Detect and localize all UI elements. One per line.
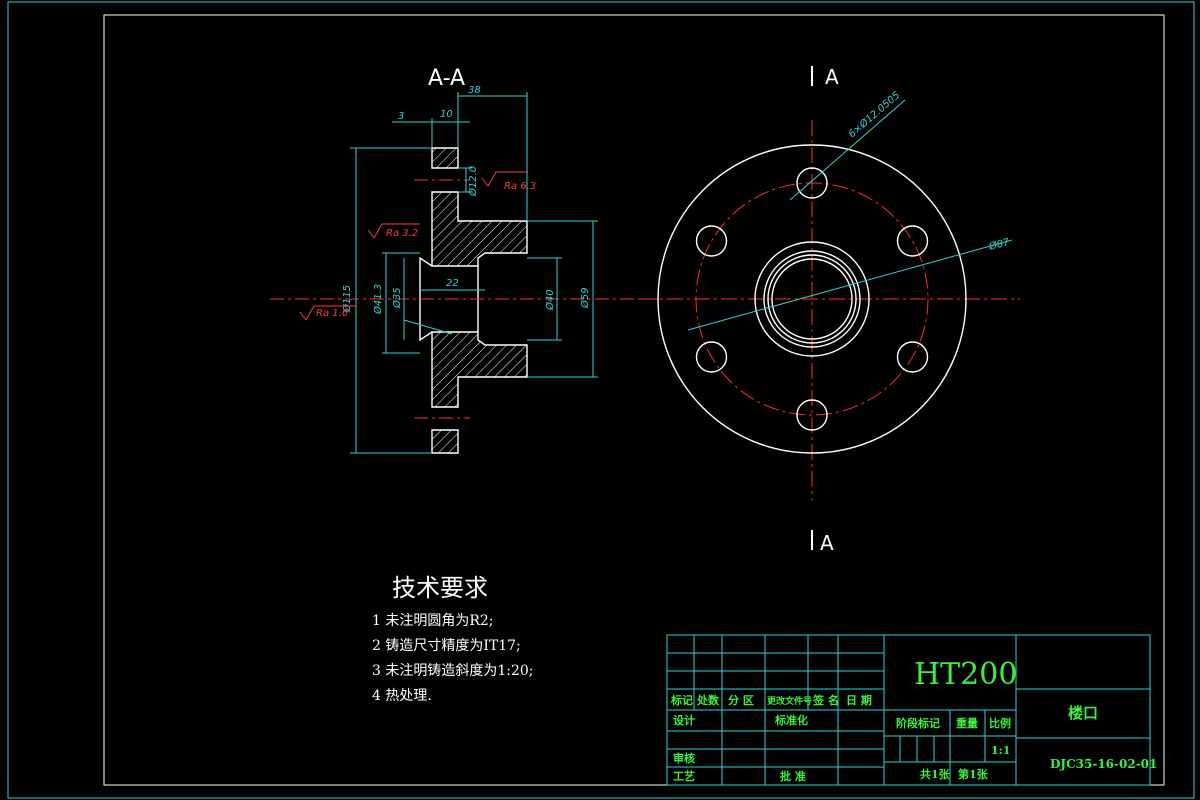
hdr-review: 审核 [673, 751, 695, 765]
hub-circle-2 [763, 250, 861, 348]
hole-callout: 6×Ø12.0505 [846, 89, 902, 140]
bolt-hole [796, 167, 828, 199]
bolt-hole [896, 341, 929, 373]
dim-10: 10 [440, 109, 453, 120]
scale-value: 1:1 [991, 744, 1010, 757]
note-item: 1 未注明圆角为R2; [372, 613, 494, 629]
front-view: A A 6×Ø12.0505 Ø87 [640, 65, 1020, 555]
note-item: 3 未注明铸造斜度为1:20; [372, 663, 534, 679]
svg-text:Ra 1.6: Ra 1.6 [316, 308, 348, 319]
roughness-63: Ra 6.3 [481, 171, 536, 192]
bolt-hole [896, 225, 929, 257]
bolt-hole [695, 225, 728, 257]
hdr-sign: 签 名 [812, 693, 839, 707]
section-mark-bottom: A [820, 531, 834, 555]
dim-41: Ø41.3 [372, 284, 384, 315]
hdr-change-doc: 更改文件号 [767, 695, 812, 707]
part-name: 楼口 [1068, 704, 1098, 722]
technical-notes: 技术要求 1 未注明圆角为R2; 2 铸造尺寸精度为IT17; 3 未注明铸造斜… [372, 574, 534, 704]
sheets-total: 共1张 [920, 767, 951, 781]
section-centerlines [270, 179, 660, 419]
dim-38: 38 [468, 85, 481, 96]
hdr-standardize: 标准化 [774, 713, 808, 727]
hdr-date: 日 期 [846, 693, 872, 707]
front-leaders [687, 99, 1013, 331]
roughness-16: Ra 1.6 [299, 305, 356, 321]
dim-40: Ø40 [544, 289, 556, 311]
hdr-design: 设计 [673, 713, 695, 727]
section-hatch [432, 148, 527, 453]
hdr-weight: 重量 [956, 716, 978, 730]
note-item: 2 铸造尺寸精度为IT17; [372, 638, 521, 654]
bolt-hole [695, 341, 728, 373]
drawing-number: DJC35-16-02-01 [1050, 757, 1157, 771]
section-view: A-A [270, 66, 660, 454]
bolt-hole [796, 399, 828, 431]
hdr-approve: 批 准 [780, 769, 806, 783]
dim-3: 3 [398, 111, 404, 122]
hdr-process: 工艺 [673, 769, 695, 783]
roughness-marks: Ra 6.3 Ra 3.2 Ra 1.6 [299, 171, 536, 321]
front-centerlines [640, 120, 1020, 500]
hdr-count: 处数 [696, 693, 720, 707]
dim-22: 22 [446, 278, 459, 289]
pcd-dimension: Ø87 [987, 236, 1012, 253]
hdr-zone: 分 区 [728, 693, 754, 707]
hdr-scale: 比例 [989, 716, 1011, 730]
front-outline [657, 144, 967, 454]
dim-12: Ø12.0 [467, 166, 479, 197]
inner-border [103, 14, 1165, 786]
outer-border [7, 1, 1195, 799]
svg-text:Ra 3.2: Ra 3.2 [386, 228, 418, 239]
dim-35: Ø35 [391, 287, 403, 309]
material: HT200 [914, 657, 1017, 692]
section-title: A-A [428, 66, 465, 91]
sheet-number: 第1张 [958, 767, 989, 781]
note-item: 4 热处理. [372, 688, 432, 704]
flange-outer-circle [657, 144, 967, 454]
notes-title: 技术要求 [392, 574, 488, 602]
section-dimension-text: 38 3 10 22 Ø12.0 Ø115 Ø41.3 Ø35 Ø40 Ø59 [341, 85, 591, 315]
title-block: 标记 处数 分 区 更改文件号 签 名 日 期 设计 标准化 审核 工艺 批 准… [666, 634, 1157, 786]
section-mark-top: A [825, 65, 839, 89]
hdr-stage: 阶段标记 [896, 716, 940, 730]
dim-59: Ø59 [579, 287, 591, 309]
roughness-32: Ra 3.2 [367, 223, 420, 239]
hub-circle-3 [767, 254, 857, 344]
svg-text:Ra 6.3: Ra 6.3 [504, 181, 536, 192]
section-dimension-lines [350, 92, 598, 454]
hdr-mark: 标记 [670, 693, 693, 707]
bore-circle [771, 258, 853, 340]
hub-circle-outer [754, 241, 870, 357]
